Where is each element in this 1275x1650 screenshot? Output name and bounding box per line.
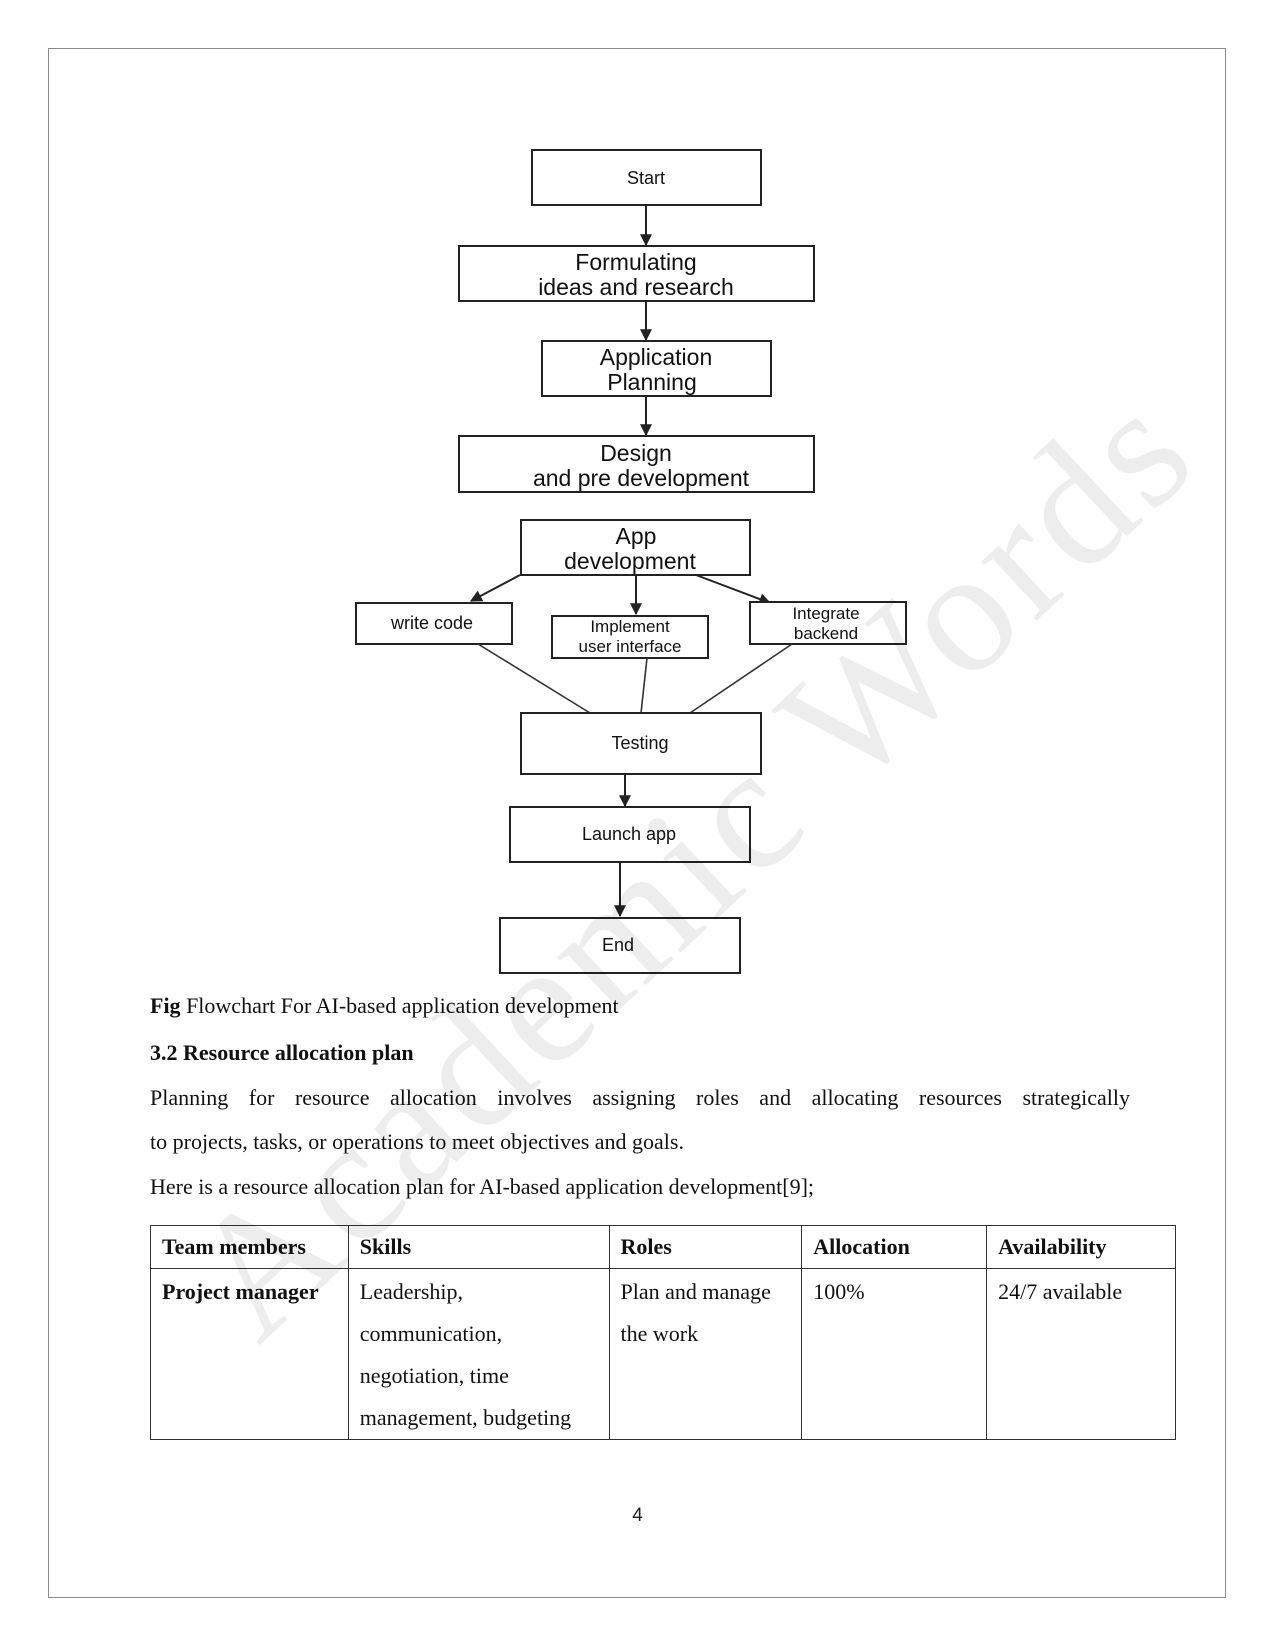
flow-node-design-line1: Design bbox=[600, 440, 672, 466]
flow-arrow-to-integrate bbox=[695, 574, 772, 605]
flow-node-implement-ui-line1: Implement bbox=[590, 617, 670, 636]
flow-node-app-development: App development bbox=[520, 519, 751, 576]
page-number: 4 bbox=[632, 1505, 643, 1526]
flow-node-app-development-line1: App bbox=[616, 523, 657, 549]
table-row: Project manager Leadership, communicatio… bbox=[150, 1268, 1176, 1440]
flow-node-design: Design and pre development bbox=[458, 435, 815, 493]
flow-node-formulating-line2: ideas and research bbox=[538, 274, 734, 300]
column-header-team-members: Team members bbox=[150, 1225, 349, 1269]
flow-node-write-code: write code bbox=[355, 602, 513, 645]
flow-node-end: End bbox=[499, 917, 741, 974]
flow-connector-write-code-to-testing bbox=[477, 643, 591, 714]
flow-node-implement-ui-line2: user interface bbox=[579, 637, 682, 656]
flow-node-start: Start bbox=[531, 149, 762, 206]
column-header-skills: Skills bbox=[347, 1225, 610, 1269]
flow-node-start-label: Start bbox=[627, 168, 665, 188]
flow-node-planning-line1: Application bbox=[600, 344, 713, 370]
flow-node-integrate: Integrate backend bbox=[749, 601, 907, 645]
flow-node-app-development-line2: development bbox=[564, 548, 696, 574]
figure-caption-label: Fig bbox=[150, 993, 181, 1018]
cell-roles: Plan and manage the work bbox=[608, 1268, 803, 1440]
cell-availability: 24/7 available bbox=[986, 1268, 1176, 1440]
flow-node-integrate-line1: Integrate bbox=[792, 604, 859, 623]
figure-caption-text: Flowchart For AI-based application devel… bbox=[180, 993, 619, 1018]
cell-allocation: 100% bbox=[801, 1268, 988, 1440]
paragraph-line: Planning for resource allocation involve… bbox=[150, 1085, 1130, 1110]
flow-node-write-code-label: write code bbox=[390, 613, 473, 633]
cell-skills: Leadership, communication, negotiation, … bbox=[347, 1268, 610, 1440]
flow-node-design-line2: and pre development bbox=[533, 465, 750, 491]
flow-node-planning: Application Planning bbox=[541, 340, 772, 397]
flowchart: Start Formulating ideas and research App… bbox=[355, 149, 907, 974]
column-header-allocation: Allocation bbox=[801, 1225, 988, 1269]
flow-arrow-to-write-code bbox=[469, 574, 521, 602]
column-header-roles: Roles bbox=[608, 1225, 803, 1269]
paragraph-line: to projects, tasks, or operations to mee… bbox=[150, 1129, 684, 1154]
cell-member: Project manager bbox=[150, 1268, 349, 1440]
column-header-availability: Availability bbox=[986, 1225, 1176, 1269]
flow-node-launch-label: Launch app bbox=[582, 824, 676, 844]
flow-node-end-label: End bbox=[602, 935, 634, 955]
flow-node-integrate-line2: backend bbox=[794, 624, 858, 643]
resource-allocation-table: Team members Skills Roles Allocation Ava… bbox=[150, 1225, 1176, 1440]
flow-node-testing-label: Testing bbox=[611, 733, 668, 753]
paragraph-intro-table: Here is a resource allocation plan for A… bbox=[150, 1174, 815, 1199]
flow-connector-implement-ui-to-testing bbox=[640, 657, 648, 714]
section-heading: 3.2 Resource allocation plan bbox=[150, 1040, 414, 1065]
flow-node-implement-ui: Implement user interface bbox=[551, 615, 709, 659]
page-border bbox=[48, 48, 1226, 1598]
flow-node-testing: Testing bbox=[520, 712, 762, 775]
flow-connector-integrate-to-testing bbox=[689, 643, 793, 714]
flow-node-launch: Launch app bbox=[509, 806, 751, 863]
flow-node-planning-line2: Planning bbox=[607, 369, 697, 395]
flow-node-formulating: Formulating ideas and research bbox=[458, 245, 815, 302]
figure-caption: Fig Flowchart For AI-based application d… bbox=[150, 993, 1130, 1019]
table-header-row: Team members Skills Roles Allocation Ava… bbox=[150, 1225, 1176, 1269]
flow-node-formulating-line1: Formulating bbox=[575, 249, 696, 275]
